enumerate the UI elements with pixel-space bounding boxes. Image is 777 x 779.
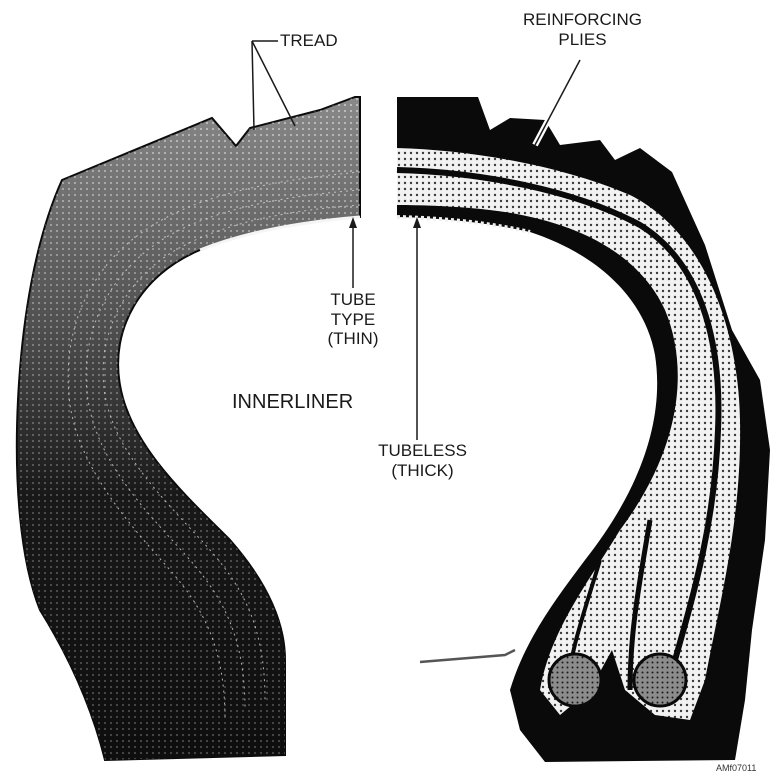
tube-type-label-line3: (THIN) bbox=[303, 329, 403, 349]
tread-label: TREAD bbox=[280, 31, 338, 51]
valve-line bbox=[420, 650, 515, 662]
innerliner-label: INNERLINER bbox=[232, 391, 353, 414]
tube-type-label-line1: TUBE bbox=[303, 290, 403, 310]
reinforcing-plies-label-line2: PLIES bbox=[505, 30, 660, 50]
tube-type-label: TUBE TYPE (THIN) bbox=[303, 290, 403, 349]
figure-id: AMf07011 bbox=[716, 763, 756, 773]
tube-type-label-line2: TYPE bbox=[303, 310, 403, 330]
reinforcing-plies-label-line1: REINFORCING bbox=[505, 10, 660, 30]
left-tire-dot-texture bbox=[17, 97, 360, 760]
tubeless-label-line1: TUBELESS bbox=[360, 441, 485, 461]
tubeless-label-line2: (THICK) bbox=[360, 461, 485, 481]
reinforcing-plies-label: REINFORCING PLIES bbox=[505, 10, 660, 49]
tubeless-label: TUBELESS (THICK) bbox=[360, 441, 485, 480]
